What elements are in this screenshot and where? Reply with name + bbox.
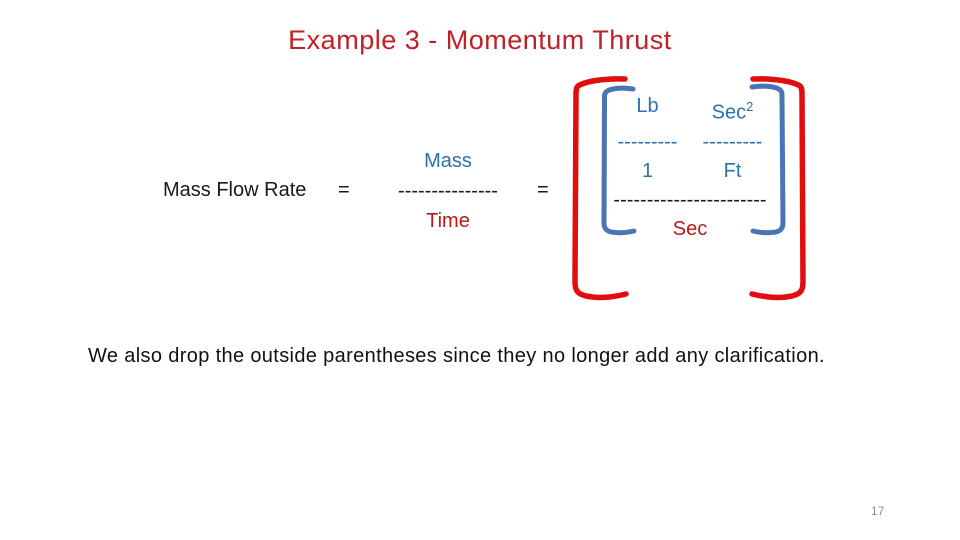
- equation-lhs: Mass Flow Rate: [163, 179, 307, 201]
- unit-one: 1: [641, 159, 654, 182]
- outer-red-bracket-left-icon: [572, 76, 629, 301]
- outer-red-bracket-right-icon: [749, 76, 806, 301]
- units-row-rules: --------- ---------: [605, 128, 775, 157]
- equals-sign-2: =: [537, 179, 549, 201]
- units-row-denominators: 1 Ft: [605, 157, 775, 186]
- inner-blue-bracket-right-icon: [749, 83, 786, 236]
- page-number: 17: [871, 504, 885, 518]
- equals-sign-1: =: [338, 179, 350, 201]
- footer-note: We also drop the outside parentheses sin…: [88, 345, 825, 367]
- unit-lb: Lb: [636, 95, 659, 117]
- units-main-dashed-rule: -----------------------: [613, 188, 767, 211]
- hand-drawn-brackets: [572, 76, 806, 301]
- fraction-denominator: Time: [426, 210, 470, 232]
- unit-sec-squared: Sec2: [690, 92, 775, 128]
- inner-blue-bracket-left-icon: [601, 85, 637, 236]
- fraction-numerator: Mass: [424, 150, 472, 172]
- unit-rule-col2: ---------: [702, 130, 763, 153]
- unit-rule-col1: ---------: [617, 130, 678, 153]
- unit-ft: Ft: [723, 159, 742, 182]
- unit-sec: Sec: [672, 217, 708, 240]
- slide-title: Example 3 - Momentum Thrust: [288, 25, 672, 55]
- mass-time-fraction: Mass --------------- Time: [388, 146, 508, 236]
- unit-sec-squared-base: Sec: [711, 101, 747, 124]
- units-matrix: Lb Sec2 --------- --------- 1 Ft -------…: [605, 92, 775, 244]
- units-row-numerators: Lb Sec2: [605, 92, 775, 128]
- unit-sec-squared-exponent: 2: [746, 99, 754, 114]
- fraction-dashed-rule: ---------------: [398, 180, 498, 202]
